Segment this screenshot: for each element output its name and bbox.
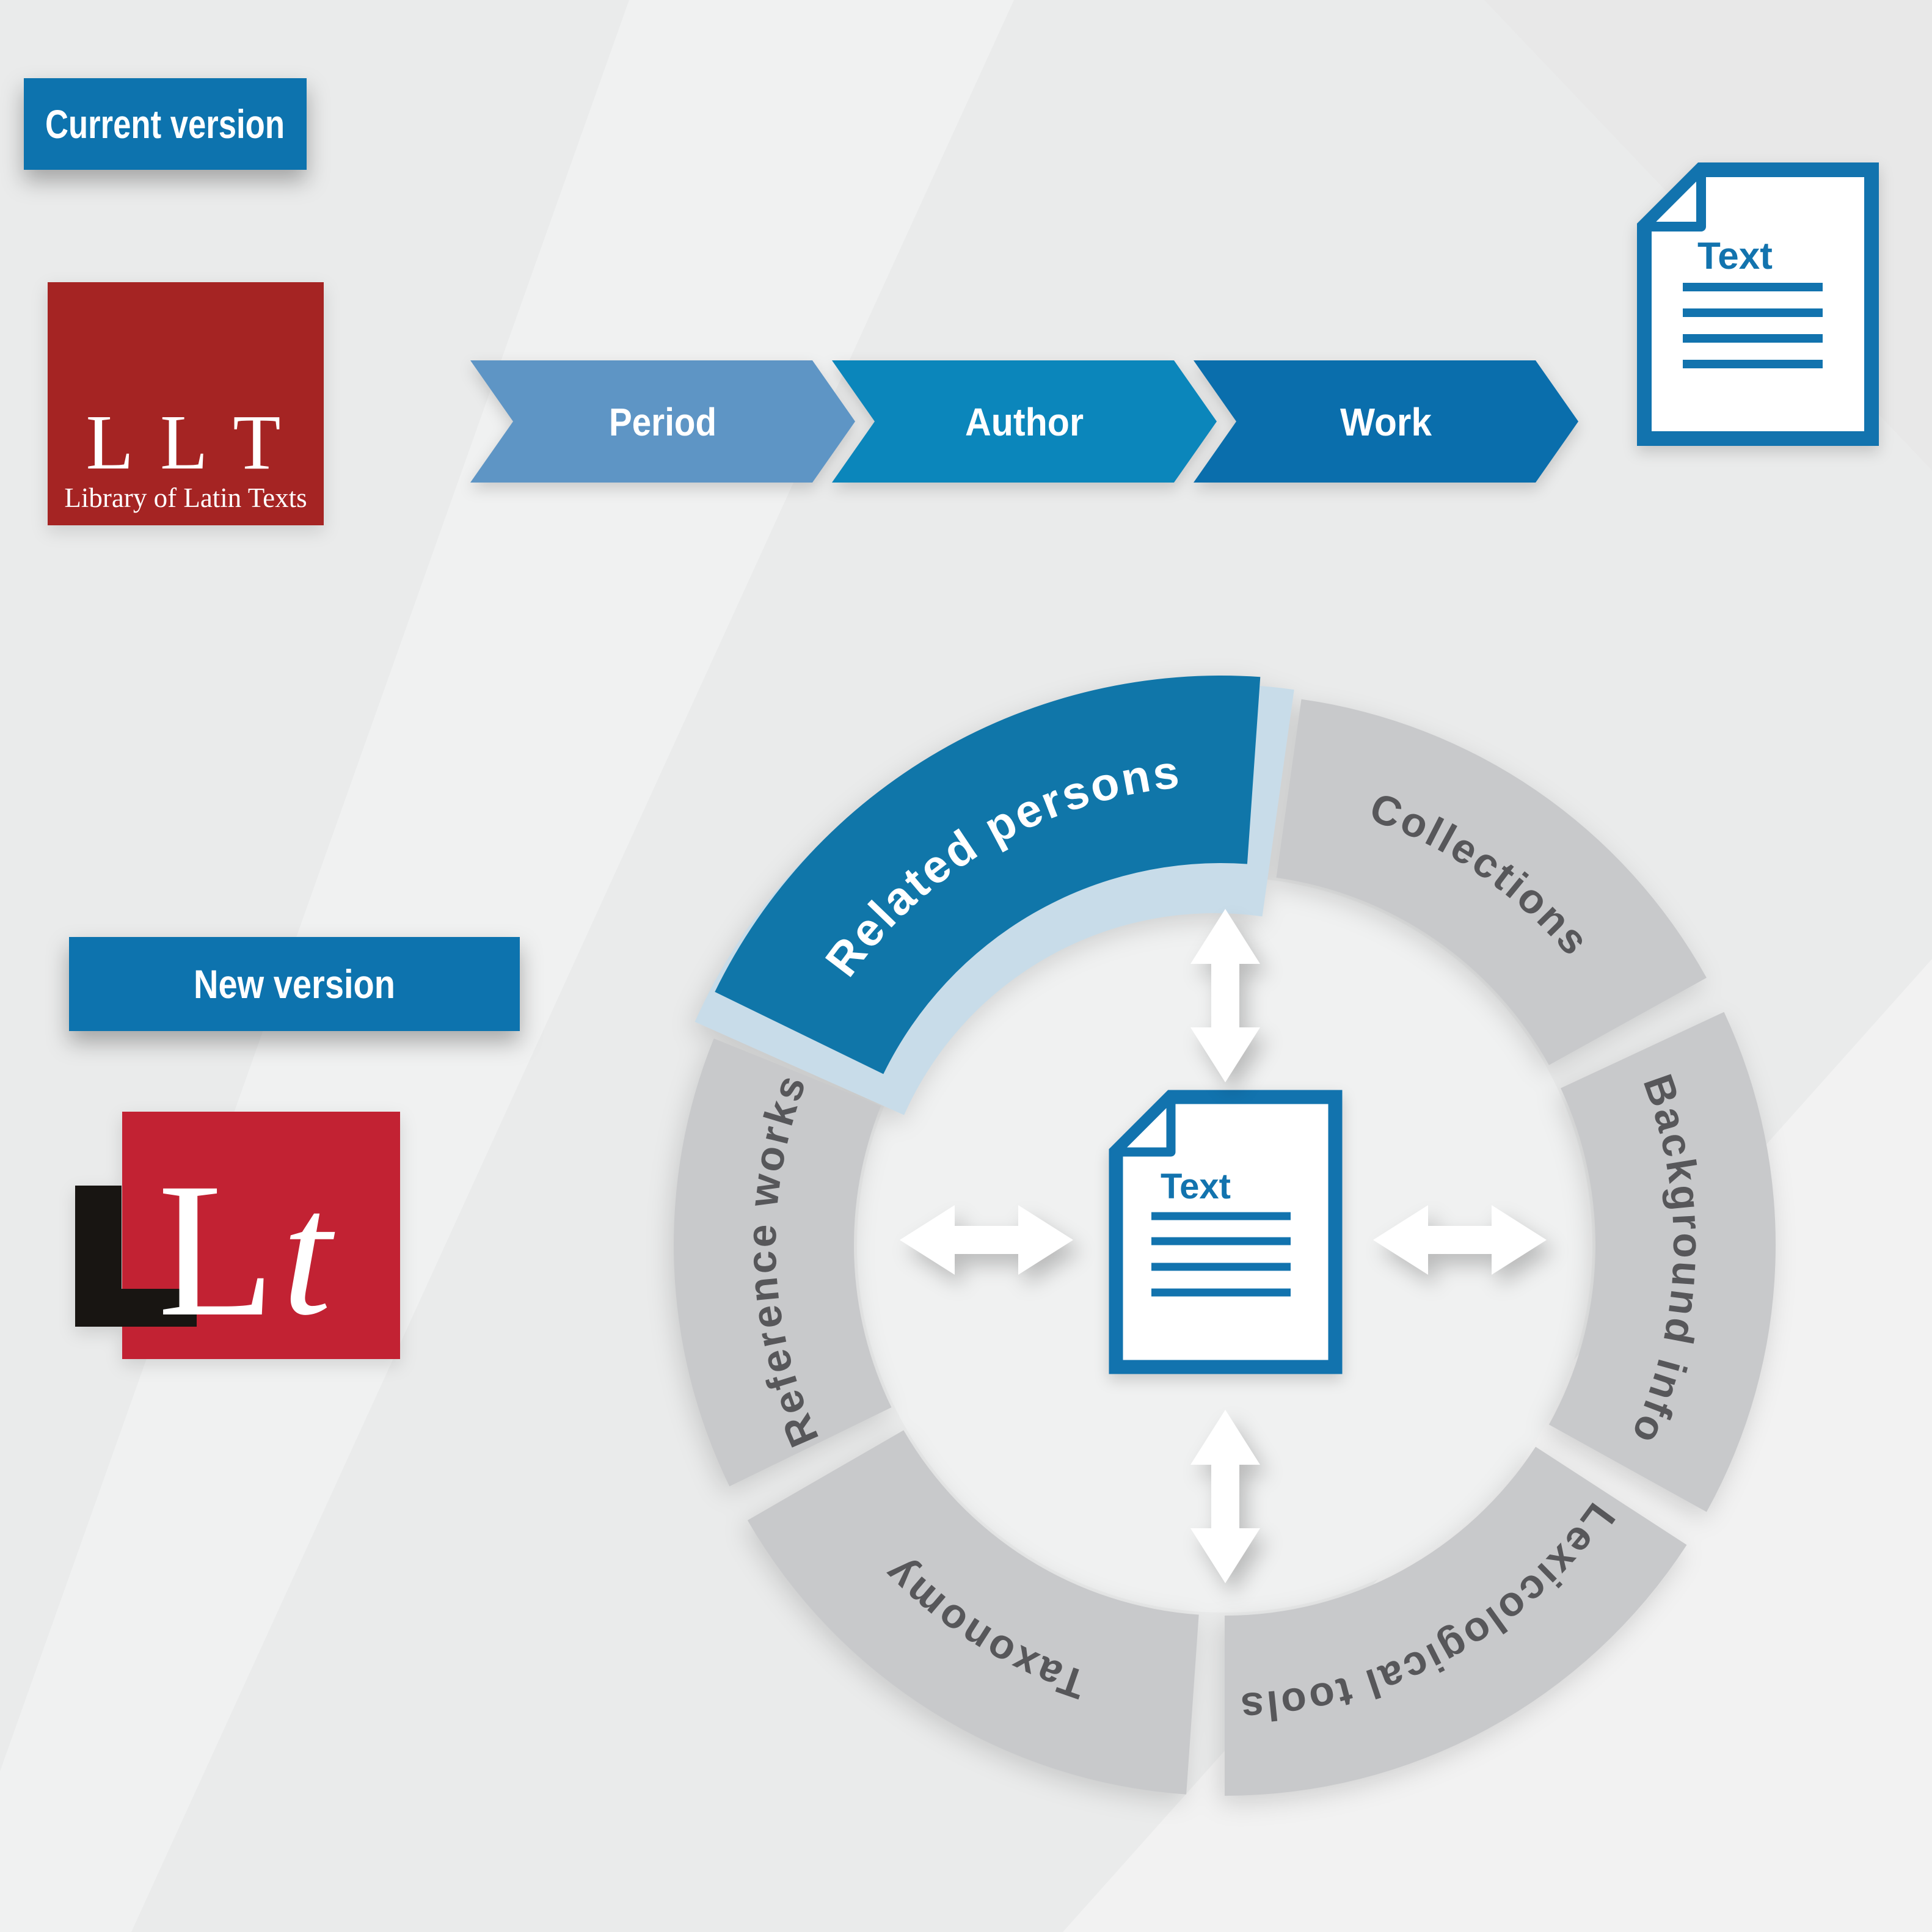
document-text-lines (1683, 283, 1823, 368)
lt-logo: L t (75, 1112, 400, 1359)
document-text-label: Text (1697, 235, 1773, 277)
flow-chevrons: Period Author Work (470, 360, 1578, 483)
lt-logo-white-l: L (158, 1143, 275, 1357)
current-version-box (24, 78, 307, 170)
arrow-up-icon (1190, 909, 1260, 1082)
chevron-author (832, 360, 1217, 483)
document-text-lines (1151, 1212, 1291, 1297)
ring-segment-background-info (1548, 1012, 1776, 1512)
ring-segment-collections (1276, 699, 1707, 1065)
chevron-work-label: Work (1340, 400, 1432, 444)
llt-logo-acronym: L L T (86, 399, 286, 486)
ring-gray-segments (673, 699, 1776, 1796)
chevron-work (1194, 360, 1578, 483)
link-arrows (900, 909, 1547, 1583)
ring-segment-taxonomy (747, 1430, 1199, 1795)
new-version-banner: New version (69, 937, 520, 1031)
new-version-label: New version (194, 961, 395, 1007)
document-icon-center: Text (1109, 1090, 1343, 1374)
ring-segment-reference-works (673, 1038, 892, 1487)
document-text-label: Text (1161, 1167, 1231, 1206)
llt-logo: L L T Library of Latin Texts (48, 282, 324, 525)
current-version-banner: Current version (24, 78, 307, 170)
new-version-box (69, 937, 520, 1031)
chevron-period-label: Period (609, 400, 716, 444)
document-fold-corner (1639, 165, 1706, 231)
chevron-period (470, 360, 855, 483)
llt-logo-square (48, 282, 324, 525)
current-version-label: Current version (45, 101, 285, 147)
lt-logo-black-l (75, 1186, 197, 1327)
ring-segment-lexicological-tools (1225, 1446, 1687, 1796)
arrow-left-icon (900, 1205, 1073, 1275)
arrow-down-icon (1190, 1410, 1260, 1583)
ring-segment-related-persons (715, 676, 1261, 1074)
document-icon-current: Text (1637, 162, 1879, 446)
arrow-right-icon (1373, 1205, 1547, 1275)
llt-logo-subtitle: Library of Latin Texts (64, 483, 307, 513)
ring-highlight-segment (715, 676, 1261, 1074)
document-fold-corner (1111, 1092, 1176, 1157)
lt-logo-italic-t: t (282, 1156, 338, 1352)
chevron-author-label: Author (965, 400, 1084, 444)
